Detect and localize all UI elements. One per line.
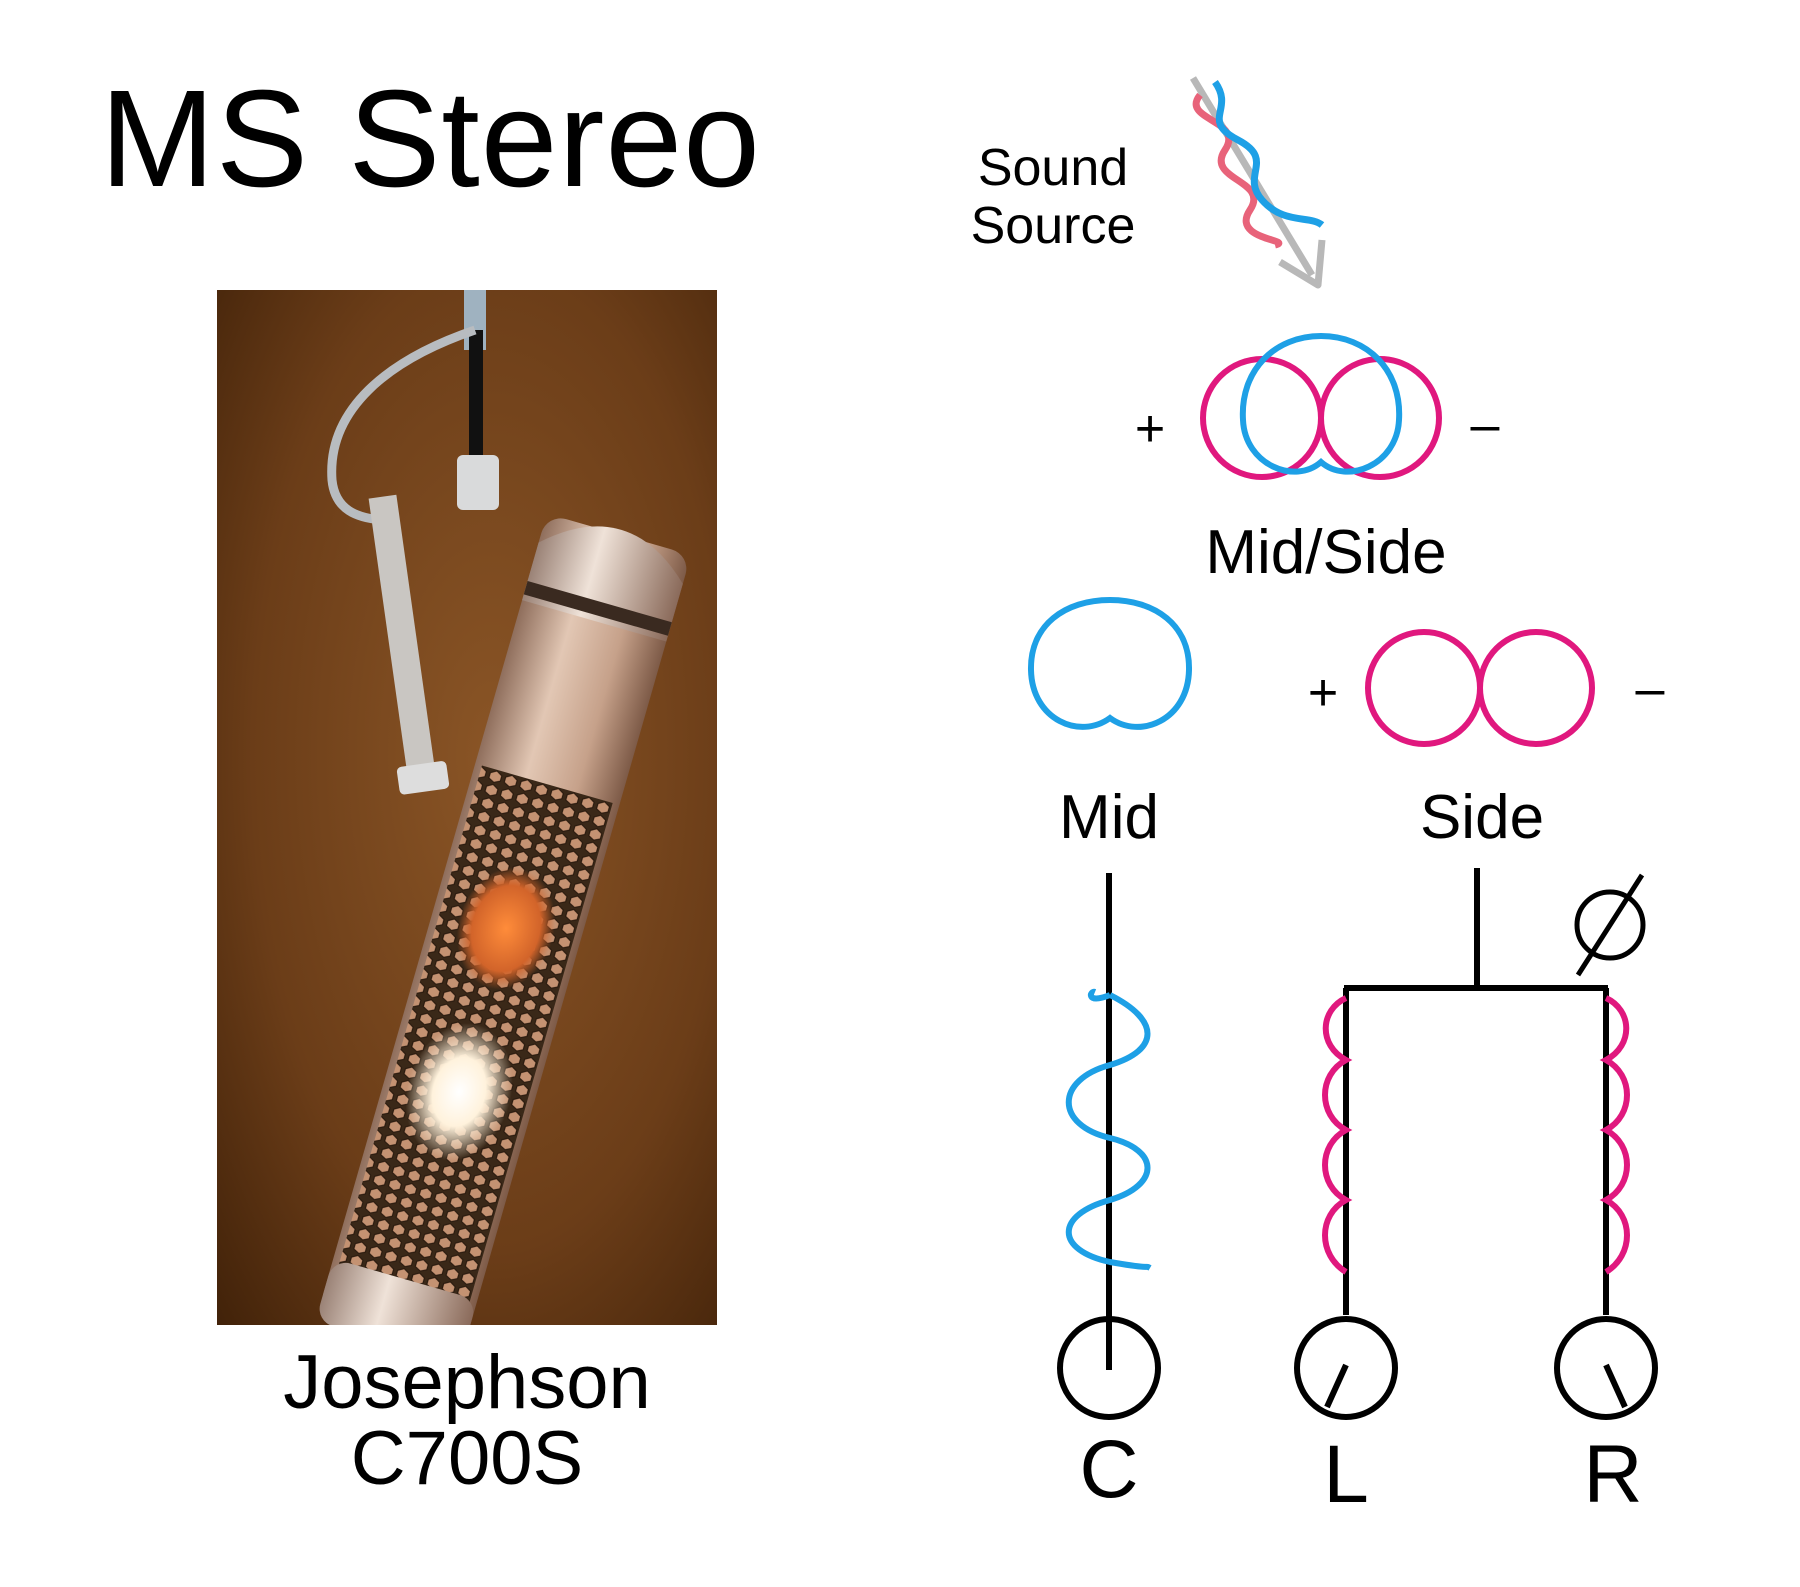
- microphone-illustration: [217, 290, 717, 1325]
- bracket-knob: [396, 761, 450, 795]
- combined-pattern-icon: [1200, 332, 1442, 480]
- source-arrow-head: [1278, 239, 1326, 289]
- side-plus-sign: +: [1308, 664, 1338, 722]
- microphone-photo: [217, 290, 717, 1325]
- combined-minus-sign: –: [1471, 396, 1500, 454]
- cardioid-overlay: [1239, 332, 1403, 475]
- bracket-arm: [368, 494, 437, 786]
- sound-source-label-line1: Sound: [978, 139, 1128, 197]
- side-label: Side: [1420, 783, 1544, 852]
- left-waveform: [1322, 995, 1353, 1275]
- output-label-l: L: [1323, 1429, 1369, 1520]
- output-meter-l: [1294, 1316, 1398, 1420]
- cable: [469, 330, 483, 460]
- source-wave-red: [1192, 92, 1283, 249]
- phase-invert-slash: [1575, 873, 1645, 977]
- right-waveform: [1599, 995, 1630, 1275]
- output-meter-r: [1554, 1316, 1658, 1420]
- side-minus-sign: –: [1636, 660, 1665, 718]
- microphone-caption: Josephson C700S: [217, 1345, 717, 1497]
- output-label-r: R: [1583, 1429, 1642, 1520]
- output-label-c: C: [1079, 1424, 1138, 1515]
- page-title: MS Stereo: [100, 62, 761, 216]
- caption-line2: C700S: [350, 1416, 584, 1501]
- combined-label: Mid/Side: [1205, 518, 1446, 587]
- meter-l-needle: [1324, 1363, 1349, 1409]
- mid-waveform: [1065, 992, 1152, 1271]
- mid-label: Mid: [1059, 783, 1159, 852]
- microphone-body: [319, 518, 687, 1325]
- caption-line1: Josephson: [283, 1340, 651, 1425]
- meter-r-needle: [1603, 1363, 1628, 1409]
- hook: [327, 325, 477, 525]
- source-wave-blue: [1212, 79, 1325, 228]
- sound-source-wave-icon: [1190, 76, 1326, 289]
- mount-collar: [457, 455, 499, 510]
- light-glow: [405, 1023, 513, 1161]
- mid-waveform-start: [1087, 988, 1112, 1002]
- mid-cardioid-icon: [1027, 596, 1193, 730]
- capsule-glow: [456, 867, 556, 990]
- side-figure8-icon: [1365, 629, 1595, 747]
- phase-invert-icon: [1574, 889, 1646, 961]
- combined-plus-sign: +: [1135, 400, 1165, 458]
- sound-source-label-line2: Source: [971, 197, 1136, 255]
- output-meter-c: [1057, 1316, 1161, 1420]
